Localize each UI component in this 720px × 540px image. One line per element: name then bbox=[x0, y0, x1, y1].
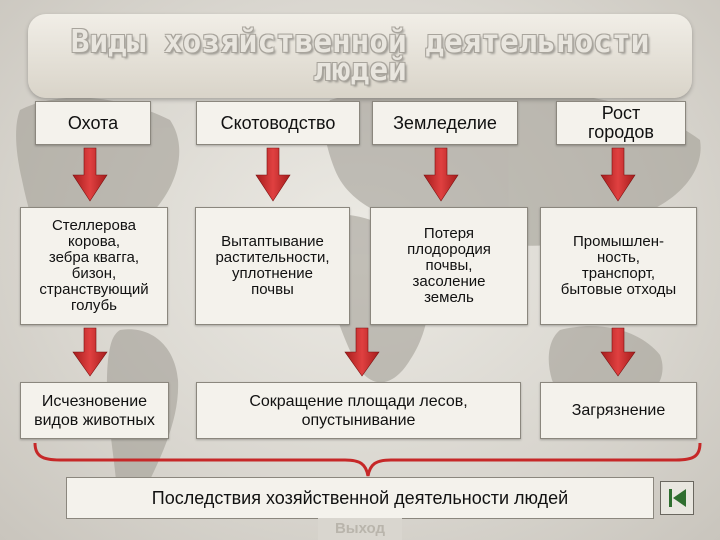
arrow-down-icon bbox=[72, 327, 108, 377]
summary-box: Последствия хозяйственной деятельности л… bbox=[66, 477, 654, 519]
curly-brace-icon bbox=[33, 442, 702, 477]
effect-hunting: Стеллерова корова, зебра квагга, бизон, … bbox=[20, 207, 168, 325]
activity-label: Земледелие bbox=[393, 112, 497, 133]
title-banner bbox=[28, 14, 692, 98]
effect-label: Промышлен- ность, транспорт, бытовые отх… bbox=[560, 233, 677, 298]
effect-label: Потеря плодородия почвы, засоление земел… bbox=[407, 225, 491, 306]
effect-farming: Потеря плодородия почвы, засоление земел… bbox=[370, 207, 528, 325]
arrow-down-icon bbox=[344, 327, 380, 377]
activity-label: Рост городов bbox=[588, 103, 654, 142]
activity-label: Охота bbox=[67, 112, 119, 133]
consequence-deforestation: Сокращение площади лесов, опустынивание bbox=[196, 382, 521, 439]
activity-label: Скотоводство bbox=[220, 112, 336, 133]
exit-button[interactable]: Выход bbox=[318, 518, 402, 540]
effect-city-growth: Промышлен- ность, транспорт, бытовые отх… bbox=[540, 207, 697, 325]
consequence-label: Сокращение площади лесов, опустынивание bbox=[249, 392, 468, 429]
activity-hunting: Охота bbox=[35, 101, 151, 145]
activity-city-growth: Рост городов bbox=[556, 101, 686, 145]
activity-farming: Земледелие bbox=[372, 101, 518, 145]
arrow-down-icon bbox=[72, 147, 108, 202]
arrow-down-icon bbox=[423, 147, 459, 202]
arrow-down-icon bbox=[255, 147, 291, 202]
arrow-down-icon bbox=[600, 147, 636, 202]
consequence-extinction: Исчезновение видов животных bbox=[20, 382, 169, 439]
arrow-down-icon bbox=[600, 327, 636, 377]
summary-label: Последствия хозяйственной деятельности л… bbox=[151, 487, 569, 508]
effect-herding: Вытаптывание растительности, уплотнение … bbox=[195, 207, 350, 325]
first-slide-button[interactable] bbox=[660, 481, 694, 515]
effect-label: Вытаптывание растительности, уплотнение … bbox=[215, 233, 330, 298]
page-title: Виды хозяйственной деятельности людей bbox=[70, 24, 650, 88]
effect-label: Стеллерова корова, зебра квагга, бизон, … bbox=[39, 217, 149, 314]
activity-herding: Скотоводство bbox=[196, 101, 360, 145]
consequence-pollution: Загрязнение bbox=[540, 382, 697, 439]
first-slide-icon bbox=[669, 489, 686, 507]
consequence-label: Исчезновение видов животных bbox=[34, 392, 155, 429]
consequence-label: Загрязнение bbox=[571, 402, 666, 419]
